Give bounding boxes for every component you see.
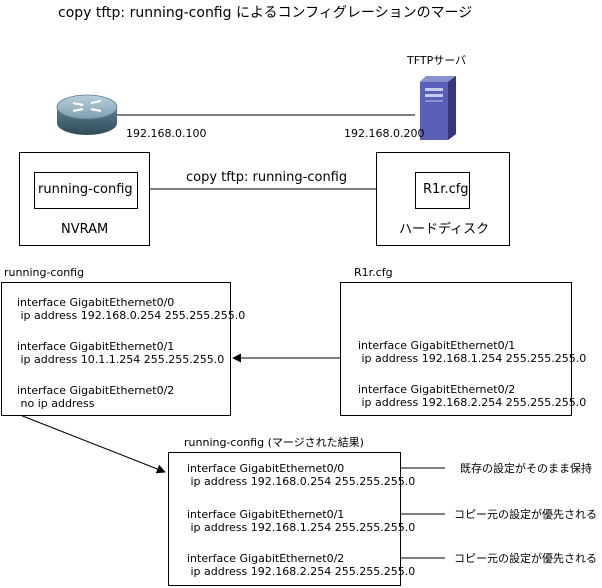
r1r-cfg-line: ip address 192.168.2.254 255.255.255.0 (358, 396, 587, 409)
r1r-cfg-line: ip address 192.168.1.254 255.255.255.0 (358, 352, 587, 365)
running-config-line: interface GigabitEthernet0/1 (17, 340, 175, 353)
merged-line: ip address 192.168.2.254 255.255.255.0 (187, 565, 416, 578)
running-config-line: ip address 10.1.1.254 255.255.255.0 (17, 353, 225, 366)
r1r-cfg-label: R1r.cfg (423, 182, 469, 197)
r1r-cfg-box (415, 172, 470, 209)
merged-line: interface GigabitEthernet0/2 (187, 552, 345, 565)
running-config-label: running-config (38, 182, 133, 197)
r1r-cfg-line: interface GigabitEthernet0/1 (358, 339, 516, 352)
running-config-line: interface GigabitEthernet0/0 (17, 296, 175, 309)
running-config-line: ip address 192.168.0.254 255.255.255.0 (17, 309, 246, 322)
running-config-line: interface GigabitEthernet0/2 (17, 384, 175, 397)
running-config-listing (1, 282, 231, 416)
running-config-heading: running-config (4, 266, 85, 279)
tftp-server-label: TFTPサーバ (407, 54, 467, 67)
annotation-overridden: コピー元の設定が優先される (454, 552, 597, 565)
merged-listing (168, 452, 401, 586)
r1r-cfg-listing (340, 282, 572, 416)
copy-command-label: copy tftp: running-config (186, 170, 348, 185)
tftp-server-icon (420, 76, 456, 140)
r1r-cfg-line: interface GigabitEthernet0/2 (358, 383, 516, 396)
annotation-overridden: コピー元の設定が優先される (454, 508, 597, 521)
merged-heading: running-config (マージされた結果) (184, 436, 364, 449)
merged-line: ip address 192.168.1.254 255.255.255.0 (187, 521, 416, 534)
router-icon (56, 94, 118, 135)
router-ip: 192.168.0.100 (126, 127, 207, 140)
nvram-caption: NVRAM (61, 222, 109, 237)
merged-line: interface GigabitEthernet0/1 (187, 508, 345, 521)
running-config-line: no ip address (17, 397, 95, 410)
annotation-retained: 既存の設定がそのまま保持 (460, 462, 592, 475)
r1r-cfg-heading: R1r.cfg (354, 266, 393, 279)
merged-line: interface GigabitEthernet0/0 (187, 462, 345, 475)
merge-arrow-to-result (19, 414, 166, 474)
diagram-title: copy tftp: running-config によるコンフィグレーションの… (58, 5, 473, 21)
server-ip: 192.168.0.200 (344, 127, 425, 140)
harddisk-caption: ハードディスク (399, 222, 490, 237)
running-config-box (34, 172, 138, 209)
merged-line: ip address 192.168.0.254 255.255.255.0 (187, 475, 416, 488)
